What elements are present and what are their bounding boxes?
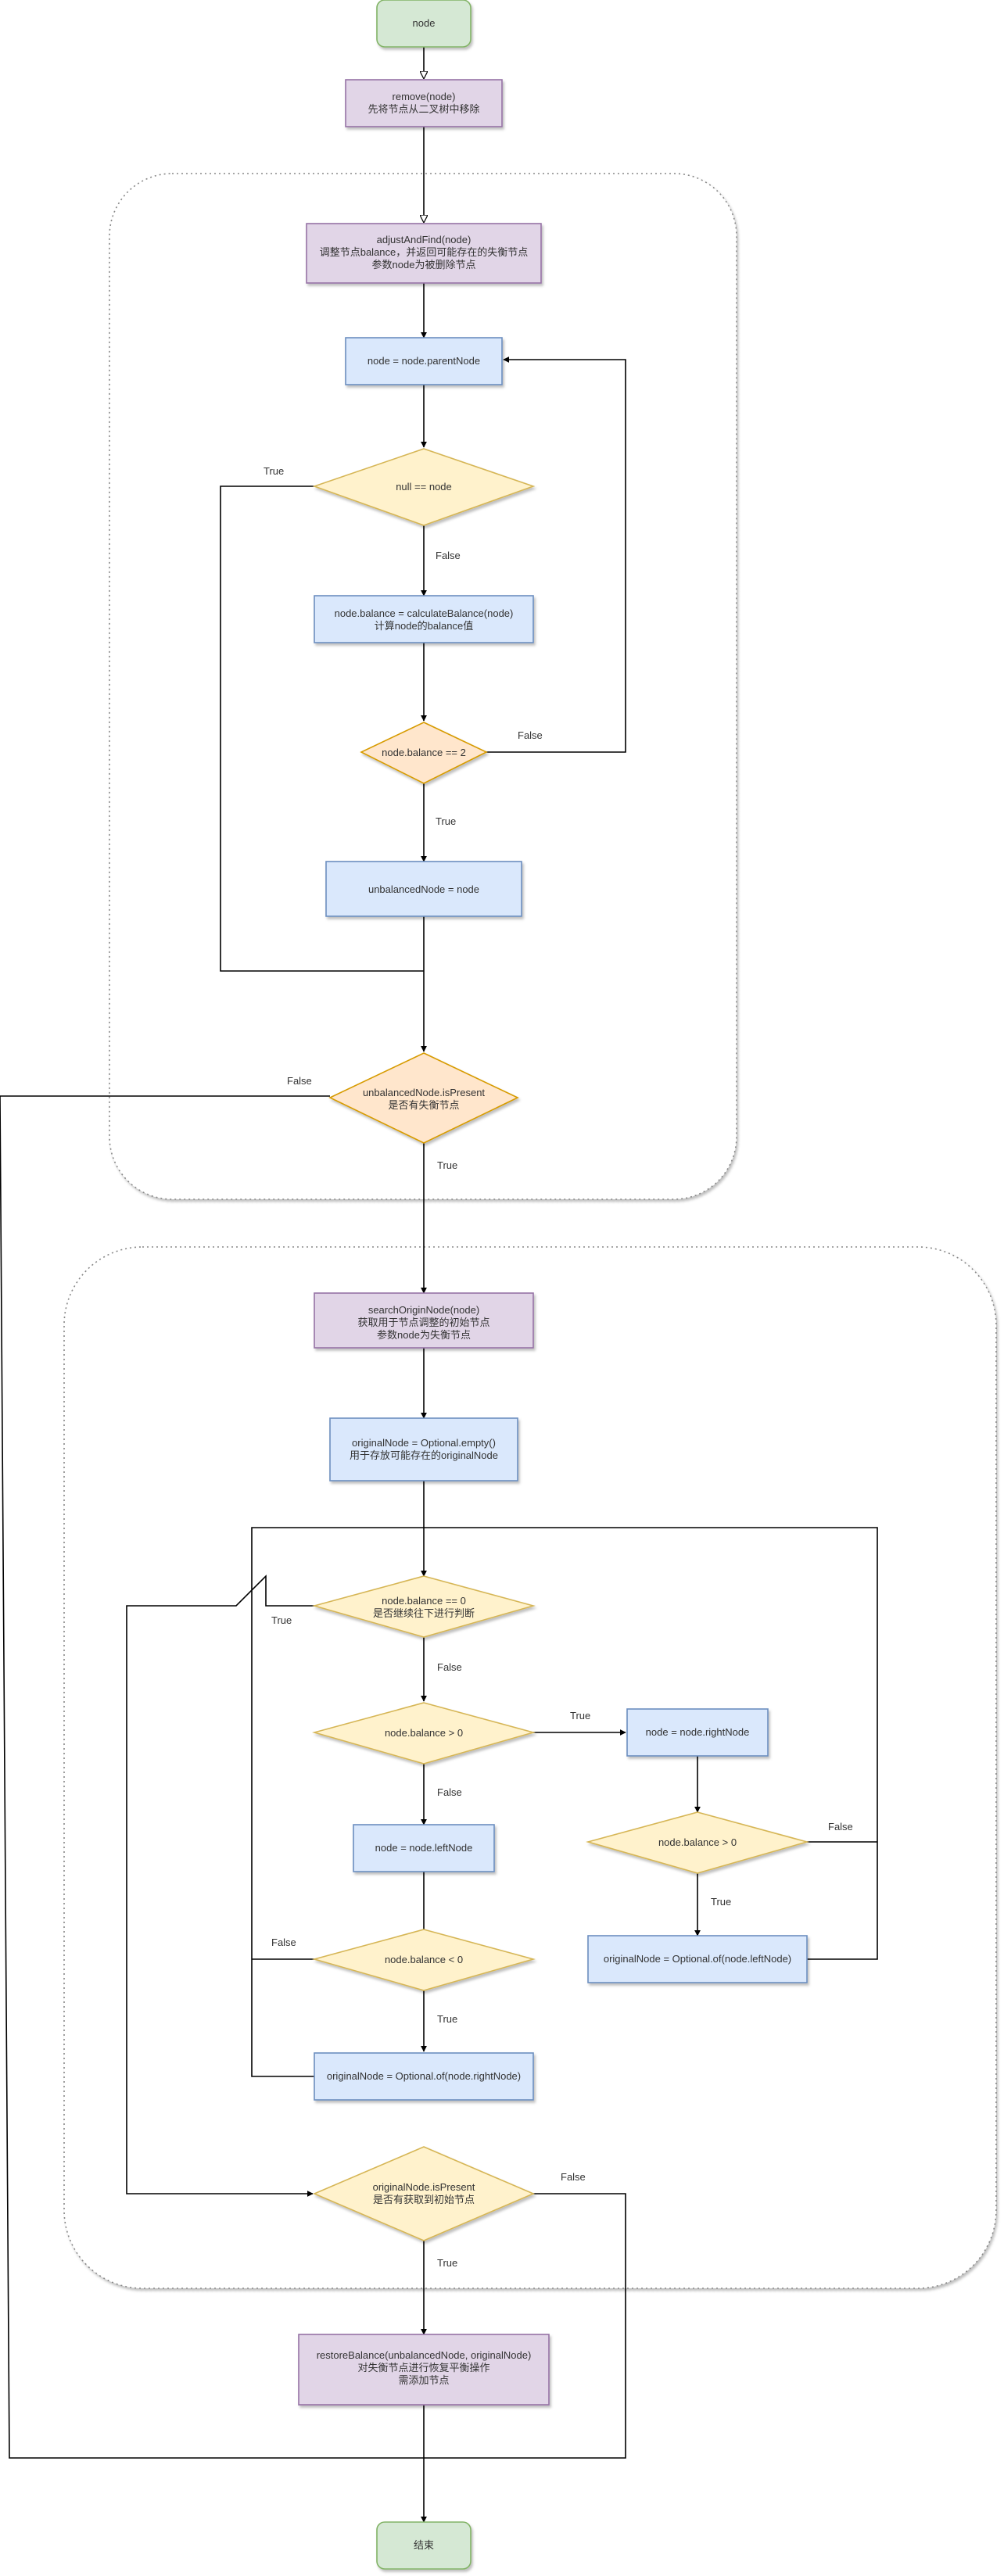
edge-label-gt0-true: True <box>570 1710 590 1722</box>
balance-eq-0-decision: node.balance == 0 是否继续往下进行判断 <box>312 1575 536 1638</box>
search-origin-label-3: 参数node为失衡节点 <box>377 1329 471 1341</box>
edge-label-left-true: True <box>437 2013 457 2025</box>
edge-label-eq0-false: False <box>437 1661 462 1673</box>
restore-label-2: 对失衡节点进行恢复平衡操作 <box>357 2362 489 2374</box>
edge-label-gt0-false: False <box>437 1786 462 1798</box>
unbalanced-assign-node: unbalancedNode = node <box>325 861 522 917</box>
adjust-and-find-node: adjustAndFind(node) 调整节点balance，并返回可能存在的… <box>306 223 542 284</box>
edge-label-balance2-false: False <box>518 729 543 741</box>
remove-label-2: 先将节点从二叉树中移除 <box>368 103 479 115</box>
edge-label-right-false: False <box>828 1821 853 1833</box>
edge-label-present-false: False <box>561 2171 586 2183</box>
unbalanced-present-decision: unbalancedNode.isPresent 是否有失衡节点 <box>328 1052 519 1144</box>
start-node: node <box>376 0 472 48</box>
restore-balance-node: restoreBalance(unbalancedNode, originalN… <box>298 2334 550 2406</box>
edge-label-present-true: True <box>437 2257 457 2269</box>
adjust-label-3: 参数node为被删除节点 <box>372 259 476 270</box>
balance-eq-0-label-1: node.balance == 0 <box>382 1595 466 1607</box>
edge-labels: True False False True False True True Fa… <box>264 465 853 2269</box>
edge-right-loop <box>424 1527 878 1960</box>
right-balance-gt-0-label: node.balance > 0 <box>658 1836 737 1848</box>
edge-label-balance2-true: True <box>436 815 456 827</box>
parent-assign-node: node = node.parentNode <box>345 337 503 385</box>
right-balance-gt-0-decision: node.balance > 0 <box>586 1811 809 1874</box>
original-present-label-2: 是否有获取到初始节点 <box>373 2194 475 2205</box>
search-origin-label-1: searchOriginNode(node) <box>368 1304 479 1316</box>
edge-label-unbalanced-true: True <box>437 1159 457 1171</box>
end-node: 结束 <box>376 2521 472 2570</box>
balance-eq-0-label-2: 是否继续往下进行判断 <box>373 1607 475 1619</box>
edge-label-null-false: False <box>436 550 461 561</box>
original-empty-label-2: 用于存放可能存在的originalNode <box>350 1449 498 1461</box>
left-balance-lt-0-label: node.balance < 0 <box>385 1954 463 1965</box>
calc-balance-label-2: 计算node的balance值 <box>375 620 473 632</box>
search-origin-label-2: 获取用于节点调整的初始节点 <box>357 1317 489 1328</box>
balance-gt-0-decision: node.balance > 0 <box>312 1702 536 1765</box>
original-empty-node: originalNode = Optional.empty() 用于存放可能存在… <box>329 1417 518 1481</box>
edge-label-right-true: True <box>711 1896 731 1908</box>
original-left-label: originalNode = Optional.of(node.leftNode… <box>604 1953 791 1965</box>
edges <box>0 47 878 2523</box>
start-label: node <box>413 17 436 29</box>
edge-balance2-false <box>486 356 626 753</box>
left-assign-label: node = node.leftNode <box>375 1842 473 1854</box>
left-balance-lt-0-decision: node.balance < 0 <box>312 1929 536 1991</box>
unbalanced-present-label-1: unbalancedNode.isPresent <box>363 1087 485 1098</box>
restore-label-1: restoreBalance(unbalancedNode, originalN… <box>317 2349 532 2361</box>
original-right-label: originalNode = Optional.of(node.rightNod… <box>327 2070 521 2082</box>
original-present-label-1: originalNode.isPresent <box>373 2181 475 2193</box>
edge-label-eq0-true: True <box>271 1614 292 1626</box>
edge-null-true <box>220 485 424 972</box>
edge-label-null-true: True <box>264 465 284 477</box>
edge-loop-back <box>251 1527 424 2077</box>
original-left-node: originalNode = Optional.of(node.leftNode… <box>587 1935 808 1983</box>
right-assign-node: node = node.rightNode <box>626 1708 769 1757</box>
edge-origin-false <box>424 2193 626 2459</box>
null-check-label: null == node <box>396 481 452 493</box>
calc-balance-node: node.balance = calculateBalance(node) 计算… <box>314 595 534 643</box>
original-empty-label-1: originalNode = Optional.empty() <box>352 1437 496 1449</box>
balance-gt-0-label: node.balance > 0 <box>385 1727 463 1739</box>
original-present-decision: originalNode.isPresent 是否有获取到初始节点 <box>312 2146 536 2241</box>
adjust-label-2: 调整节点balance，并返回可能存在的失衡节点 <box>320 246 529 258</box>
calc-balance-label-1: node.balance = calculateBalance(node) <box>335 607 514 619</box>
search-origin-node: searchOriginNode(node) 获取用于节点调整的初始节点 参数n… <box>314 1292 534 1349</box>
edge-eq0-true <box>126 1575 314 2197</box>
remove-label-1: remove(node) <box>393 91 456 102</box>
balance-eq-2-label: node.balance == 2 <box>382 747 466 758</box>
group-search-origin <box>63 1246 997 2289</box>
parent-assign-label: node = node.parentNode <box>368 355 480 367</box>
remove-node: remove(node) 先将节点从二叉树中移除 <box>345 79 503 127</box>
end-label: 结束 <box>414 2539 434 2551</box>
edge-present-false <box>0 1095 424 2459</box>
adjust-label-1: adjustAndFind(node) <box>377 234 472 245</box>
original-right-node: originalNode = Optional.of(node.rightNod… <box>314 2052 534 2101</box>
group-adjust-and-find <box>109 173 737 1200</box>
edge-label-left-false: False <box>271 1936 296 1948</box>
balance-eq-2-decision: node.balance == 2 <box>360 722 488 784</box>
left-assign-node: node = node.leftNode <box>353 1824 495 1872</box>
null-check-decision: null == node <box>312 448 536 526</box>
edge-label-unbalanced-false: False <box>287 1075 312 1087</box>
unbalanced-present-label-2: 是否有失衡节点 <box>388 1099 459 1111</box>
right-assign-label: node = node.rightNode <box>646 1726 750 1738</box>
unbalanced-assign-label: unbalancedNode = node <box>368 883 479 895</box>
restore-label-3: 需添加节点 <box>398 2374 449 2386</box>
